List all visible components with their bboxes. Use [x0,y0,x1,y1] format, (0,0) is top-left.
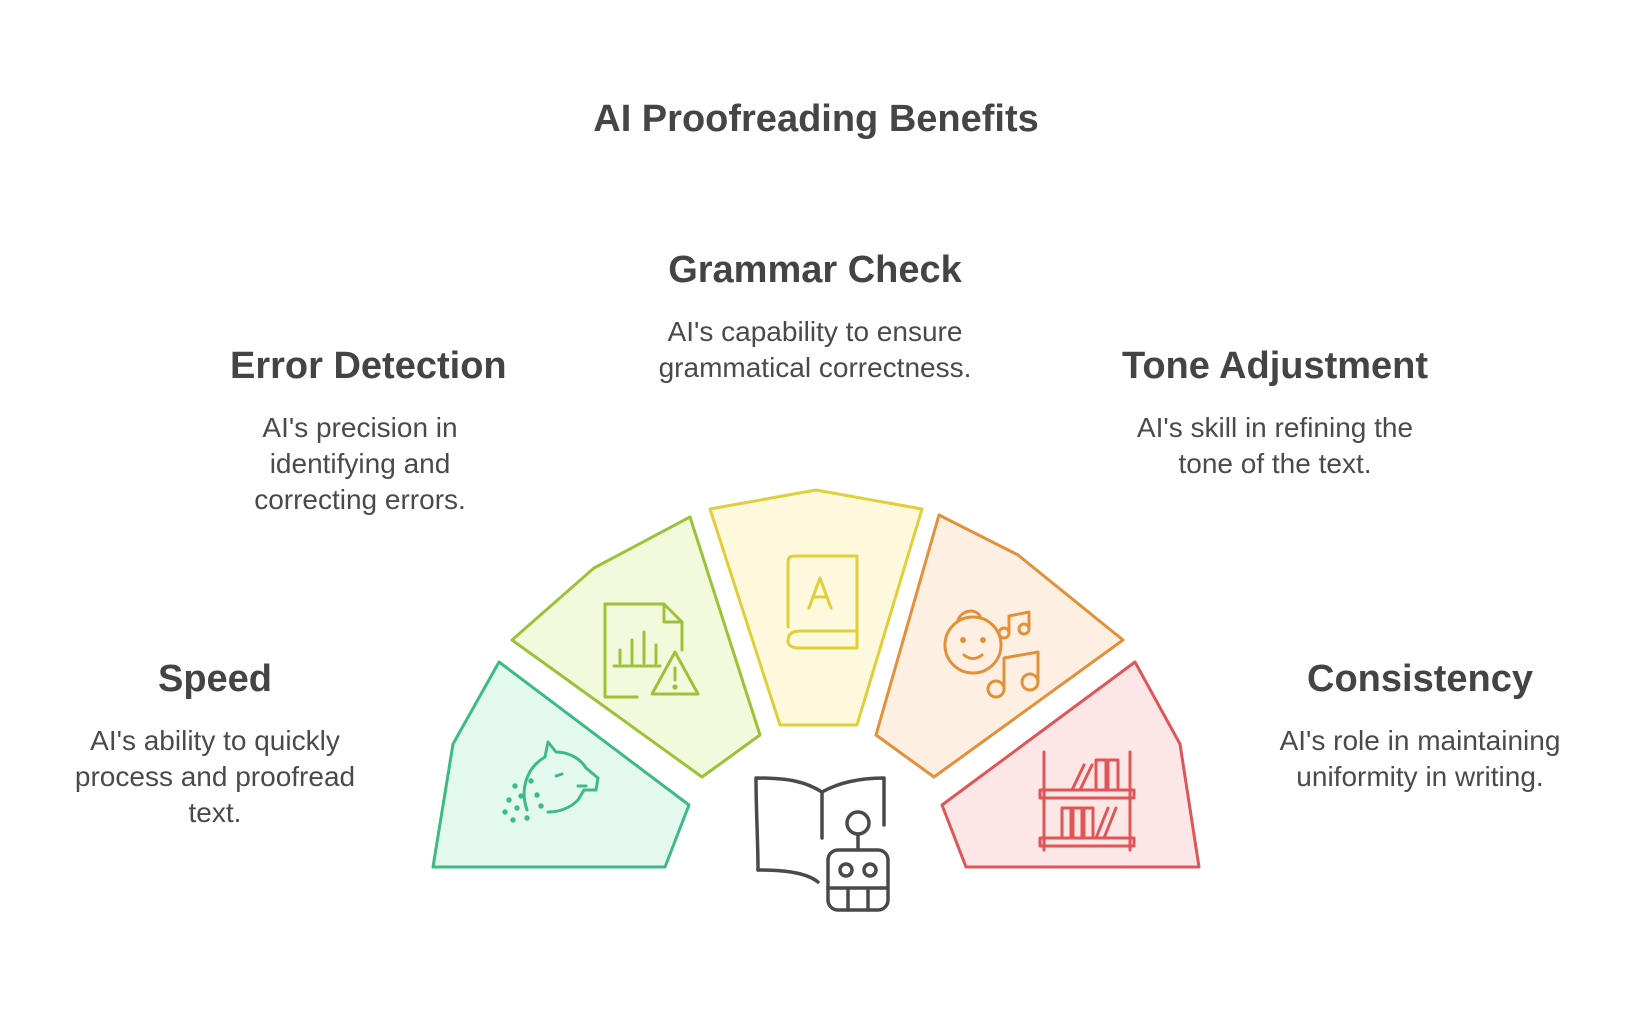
segment-label-grammar-check: Grammar Check AI's capability to ensure … [645,249,985,386]
segment-title-grammar-check: Grammar Check [668,249,962,291]
segment-description-speed: AI's ability to quickly process and proo… [74,725,356,828]
robot-reading-book-icon [754,776,890,912]
segment-title-speed: Speed [157,658,273,700]
segment-label-error-detection: Error Detection AI's precision in identi… [230,345,507,518]
segment-title-consistency: Consistency [1307,658,1533,700]
segment-description-tone-adjustment: AI's skill in refining the tone of the t… [1136,412,1414,479]
segment-label-consistency: Consistency AI's role in maintaining uni… [1255,658,1585,795]
segment-grammar-check [708,488,924,727]
segment-error-detection [510,515,762,779]
segment-speed [431,660,691,869]
diagram-title: AI Proofreading Benefits [593,98,1039,140]
segment-label-speed: Speed AI's ability to quickly process an… [50,658,380,831]
segment-title-tone-adjustment: Tone Adjustment [1121,345,1429,387]
document-chart-warning-icon [603,602,700,699]
segment-title-error-detection: Error Detection [230,345,507,387]
segment-description-error-detection: AI's precision in identifying and correc… [254,412,466,515]
baby-music-notes-icon [943,609,1040,699]
cheetah-icon [502,740,600,823]
segment-label-tone-adjustment: Tone Adjustment AI's skill in refining t… [1110,345,1440,482]
segment-consistency [940,660,1201,869]
segment-description-grammar-check: AI's capability to ensure grammatical co… [658,316,972,383]
segment-description-consistency: AI's role in maintaining uniformity in w… [1279,725,1561,792]
bookshelf-icon [1038,750,1136,852]
grammar-book-icon [786,554,859,650]
